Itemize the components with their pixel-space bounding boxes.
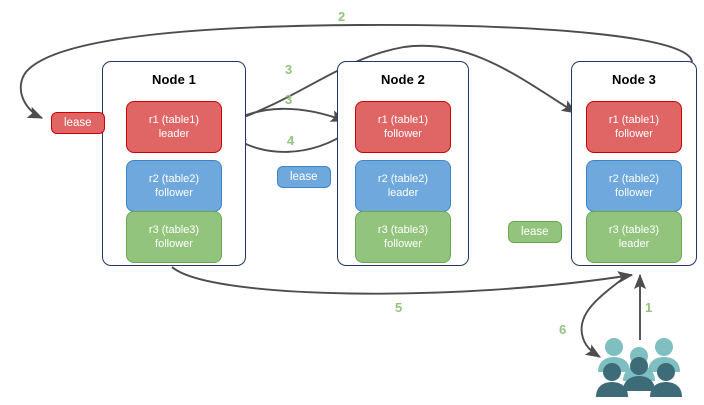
replica-r1[interactable]: r1 (table1) leader <box>126 101 222 153</box>
replica-r1[interactable]: r1 (table1) follower <box>586 101 682 153</box>
replica-name: r1 (table1) <box>148 114 200 126</box>
replica-role: follower <box>615 187 653 199</box>
lease-label: lease <box>64 117 92 129</box>
step-label-6: 6 <box>559 322 567 337</box>
replica-role: follower <box>384 128 422 140</box>
step-label-3b: 3 <box>285 92 293 107</box>
edge-5 <box>171 266 634 295</box>
replica-name: r1 (table1) <box>608 114 660 126</box>
step-label-5: 5 <box>395 300 403 315</box>
replica-r2[interactable]: r2 (table2) follower <box>586 160 682 212</box>
lease-label: lease <box>521 226 549 238</box>
replica-name: r2 (table2) <box>608 173 660 185</box>
replica-name: r1 (table1) <box>377 114 429 126</box>
node-card-3[interactable]: Node 3 r1 (table1) follower r2 (table2) … <box>571 61 697 266</box>
replica-role: follower <box>384 238 422 250</box>
replica-name: r2 (table2) <box>148 173 200 185</box>
replica-role: leader <box>158 128 190 140</box>
replica-r3[interactable]: r3 (table3) leader <box>586 211 682 263</box>
replica-role: follower <box>155 238 193 250</box>
step-label-3a: 3 <box>285 62 293 77</box>
lease-label: lease <box>290 171 318 183</box>
replica-r1[interactable]: r1 (table1) follower <box>355 101 451 153</box>
lease-chip-blue: lease <box>277 166 331 188</box>
step-label-2: 2 <box>338 9 346 24</box>
node-title: Node 1 <box>152 72 196 87</box>
node-title: Node 3 <box>612 72 656 87</box>
node-title: Node 2 <box>381 72 425 87</box>
replica-role: follower <box>155 187 193 199</box>
replica-name: r3 (table3) <box>377 224 429 236</box>
replica-r2[interactable]: r2 (table2) leader <box>355 160 451 212</box>
replica-role: leader <box>618 238 650 250</box>
lease-chip-red: lease <box>51 112 105 134</box>
node-card-1[interactable]: Node 1 r1 (table1) leader r2 (table2) fo… <box>102 61 246 266</box>
node-card-2[interactable]: Node 2 r1 (table1) follower r2 (table2) … <box>337 61 469 266</box>
replica-name: r3 (table3) <box>148 224 200 236</box>
replica-name: r2 (table2) <box>377 173 429 185</box>
replica-role: leader <box>387 187 419 199</box>
people-icon <box>596 338 682 397</box>
people-front-row <box>596 357 682 397</box>
replica-role: follower <box>615 128 653 140</box>
step-label-4: 4 <box>287 133 295 148</box>
replica-r3[interactable]: r3 (table3) follower <box>355 211 451 263</box>
replica-r2[interactable]: r2 (table2) follower <box>126 160 222 212</box>
lease-chip-green: lease <box>508 221 562 243</box>
replica-name: r3 (table3) <box>608 224 660 236</box>
step-label-1: 1 <box>645 300 653 315</box>
replica-r3[interactable]: r3 (table3) follower <box>126 211 222 263</box>
